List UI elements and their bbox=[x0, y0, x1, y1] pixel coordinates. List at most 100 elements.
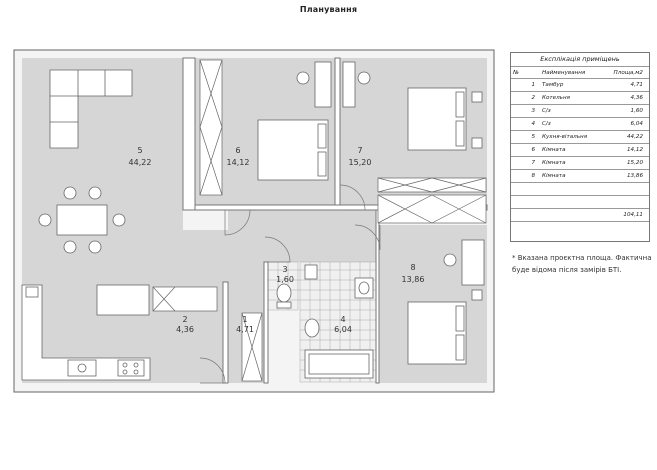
hall-wardrobe-x bbox=[241, 312, 263, 382]
dining-table bbox=[56, 204, 108, 236]
room-2-number: 2 bbox=[182, 315, 187, 324]
pillow bbox=[455, 334, 465, 361]
explication-table: Експлікація приміщень № Найменування Пло… bbox=[510, 52, 650, 242]
wall-6-7 bbox=[334, 57, 341, 211]
wall-6-left bbox=[182, 57, 196, 211]
room-3-area: 1,60 bbox=[276, 275, 294, 284]
toilet-bath-4 bbox=[304, 318, 320, 338]
burner bbox=[122, 369, 128, 375]
empty-cell bbox=[601, 182, 649, 196]
doors bbox=[199, 184, 381, 384]
row-name: Котельня bbox=[540, 91, 602, 105]
table-row-total: 104,11 bbox=[511, 208, 649, 222]
floor-plan: 5 44,22 6 14,12 7 15,20 8 13,86 3 1,60 4… bbox=[13, 49, 495, 393]
bathtub-inner bbox=[308, 353, 370, 375]
nightstand bbox=[471, 289, 483, 301]
desk-chair bbox=[296, 71, 310, 85]
row-area: 15,20 bbox=[601, 156, 649, 170]
pillow bbox=[317, 151, 327, 177]
desk-room-7 bbox=[342, 61, 356, 108]
wardrobe-bedroom-7 bbox=[377, 177, 487, 193]
row-area: 4,71 bbox=[601, 78, 649, 92]
row-name: Кімната bbox=[540, 143, 602, 157]
row-area: 13,86 bbox=[601, 169, 649, 183]
row-no: 6 bbox=[511, 143, 540, 157]
empty-cell bbox=[540, 182, 602, 196]
room-4-number: 4 bbox=[340, 315, 345, 324]
pillow bbox=[317, 123, 327, 149]
row-area: 6,04 bbox=[601, 117, 649, 131]
row-name: Кухня-вітальня bbox=[540, 130, 602, 144]
row-no: 1 bbox=[511, 78, 540, 92]
dining-chair bbox=[63, 240, 77, 254]
beds bbox=[257, 87, 483, 365]
row-name: С/з bbox=[540, 117, 602, 131]
row-no: 3 bbox=[511, 104, 540, 118]
room-8-number: 8 bbox=[410, 263, 415, 272]
pillow bbox=[455, 120, 465, 147]
row-no: 5 bbox=[511, 130, 540, 144]
area-note: * Вказана проєктна площа. Фактична буде … bbox=[512, 254, 652, 274]
explication-title: Експлікація приміщень bbox=[511, 53, 649, 67]
row-area: 4,36 bbox=[601, 91, 649, 105]
room-8-area: 13,86 bbox=[402, 275, 425, 284]
room-5-number: 5 bbox=[137, 146, 142, 155]
dining-chair bbox=[88, 186, 102, 200]
header-name: Найменування bbox=[540, 67, 602, 79]
nightstand bbox=[471, 91, 483, 103]
door-room-7 bbox=[339, 184, 366, 211]
pillow bbox=[455, 91, 465, 118]
room-1-number: 1 bbox=[242, 315, 247, 324]
wardrobe-bedroom-6 bbox=[199, 59, 223, 196]
room-7-number: 7 bbox=[357, 146, 362, 155]
row-no: 7 bbox=[511, 156, 540, 170]
wardrobe-bedroom-7-x bbox=[377, 177, 487, 193]
dining-set bbox=[38, 186, 126, 254]
room-5-area: 44,22 bbox=[129, 158, 152, 167]
desk-chair bbox=[357, 71, 371, 85]
interior-walls bbox=[182, 57, 488, 384]
sofa bbox=[49, 69, 133, 149]
row-name: С/з bbox=[540, 104, 602, 118]
room-7-area: 15,20 bbox=[349, 158, 372, 167]
row-name: Кімната bbox=[540, 169, 602, 183]
desk-room-8 bbox=[461, 239, 485, 286]
cooktop bbox=[117, 359, 145, 377]
room-6-number: 6 bbox=[235, 146, 240, 155]
washbasin-bath-3 bbox=[304, 264, 318, 280]
row-area: 14,12 bbox=[601, 143, 649, 157]
boiler-cabinet-x bbox=[152, 286, 176, 312]
dining-chair bbox=[38, 213, 52, 227]
header-area: Площа,м2 bbox=[601, 67, 649, 79]
burner bbox=[133, 369, 139, 375]
room-1-area: 4,71 bbox=[236, 325, 254, 334]
room-4-area: 6,04 bbox=[334, 325, 352, 334]
row-no: 8 bbox=[511, 169, 540, 183]
empty-cell bbox=[511, 208, 540, 222]
empty-cell bbox=[540, 195, 602, 209]
door-room-6 bbox=[224, 209, 251, 236]
desk-chair bbox=[443, 253, 457, 267]
total-area: 104,11 bbox=[601, 208, 649, 222]
table-header-row: № Найменування Площа,м2 bbox=[511, 67, 649, 79]
sanitary bbox=[276, 264, 374, 379]
kitchen-counters bbox=[21, 284, 151, 381]
door-entrance bbox=[199, 357, 226, 384]
pillow bbox=[455, 305, 465, 332]
row-name: Тамбур bbox=[540, 78, 602, 92]
bed-room-6 bbox=[257, 119, 329, 181]
toilet-bath-3 bbox=[276, 283, 292, 303]
nightstand bbox=[471, 137, 483, 149]
row-area: 44,22 bbox=[601, 130, 649, 144]
row-area: 1,60 bbox=[601, 104, 649, 118]
burner bbox=[133, 362, 139, 368]
empty-cell bbox=[511, 195, 540, 209]
desks bbox=[296, 61, 485, 286]
